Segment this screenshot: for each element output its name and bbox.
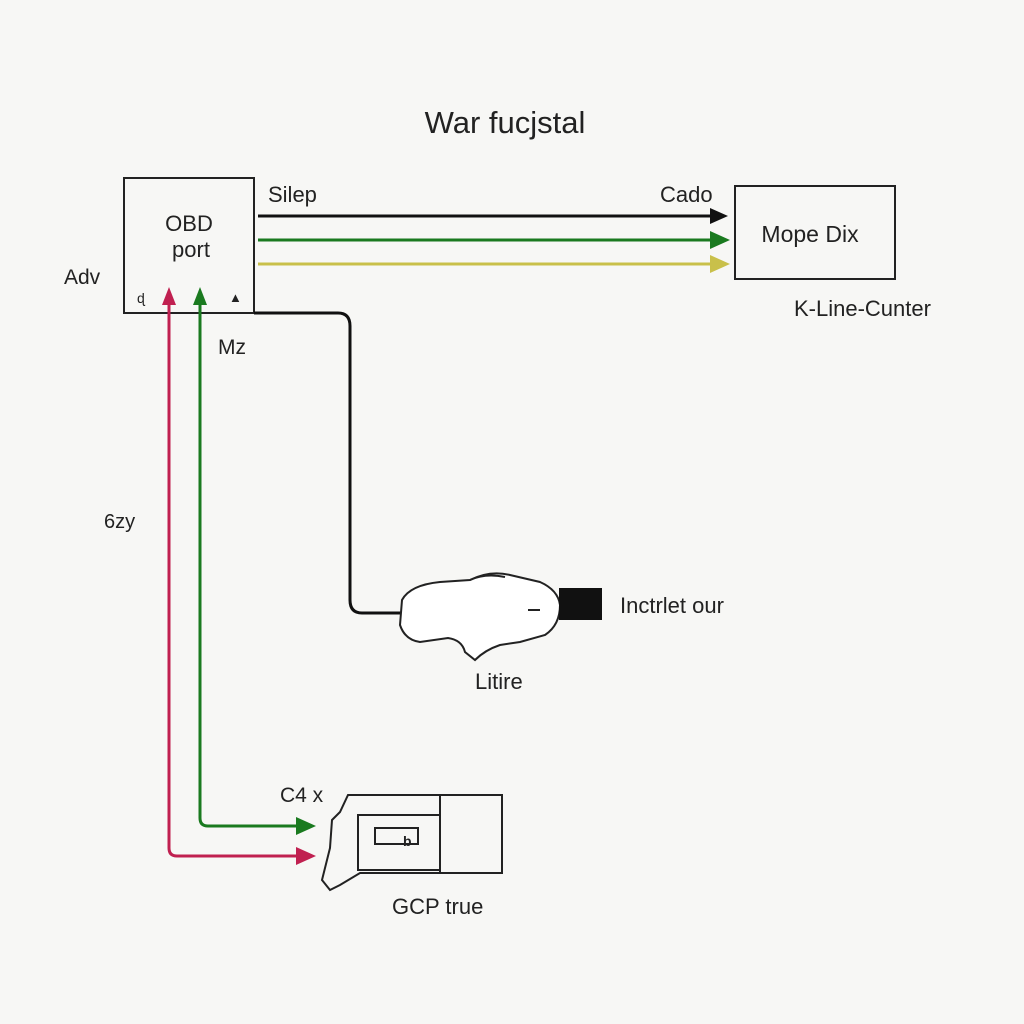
gcp-true-label: GCP true: [392, 894, 483, 919]
diagram-title: War fucjstal: [425, 105, 586, 140]
obd-pin-glyph-left: ɖ: [137, 290, 146, 306]
sensor-plug: [559, 588, 602, 620]
green-up-arrowhead: [193, 287, 207, 305]
red-up-arrowhead: [162, 287, 176, 305]
six-zy-label: 6zy: [104, 511, 135, 533]
black-arrowhead: [710, 208, 728, 224]
red-right-arrowhead: [296, 847, 316, 865]
yellow-arrowhead: [710, 255, 730, 273]
sensor-icon: [398, 572, 602, 662]
adv-label: Adv: [64, 266, 101, 289]
litire-label: Litire: [475, 669, 523, 694]
obd-port-box: OBD port ɖ ▲: [123, 177, 255, 314]
green-arrowhead: [710, 231, 730, 249]
connector-b-label: b: [403, 833, 412, 849]
gcp-connector-icon: b: [320, 794, 503, 892]
black-wire-to-sensor: [254, 311, 402, 615]
obd-pin-glyph-right: ▲: [229, 290, 242, 305]
horizontal-signal-lines: [258, 208, 730, 273]
mope-dix-label: Mope Dix: [761, 221, 859, 247]
inctrlet-our-label: Inctrlet our: [620, 593, 724, 618]
silep-label: Silep: [268, 182, 317, 207]
c4x-label: C4 x: [280, 784, 324, 807]
green-wire: [193, 287, 316, 835]
green-right-arrowhead: [296, 817, 316, 835]
cado-label: Cado: [660, 182, 713, 207]
port-label: port: [172, 237, 210, 262]
red-wire: [162, 287, 316, 865]
k-line-counter-label: K-Line-Cunter: [794, 296, 931, 321]
obd-label: OBD: [165, 211, 213, 236]
mz-label: Mz: [218, 336, 246, 359]
mope-dix-box: Mope Dix: [734, 185, 896, 280]
